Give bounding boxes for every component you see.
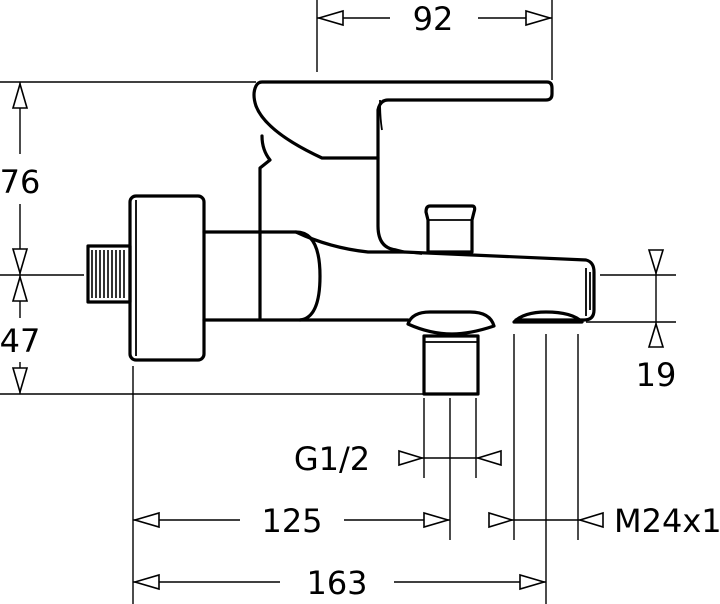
dimension-76: 76 (0, 81, 40, 276)
dim-label-19: 19 (636, 356, 677, 394)
diverter-knob (424, 204, 477, 254)
outlet-bulge (406, 310, 496, 336)
extension-lines (0, 0, 676, 604)
main-body (202, 230, 322, 322)
dim-label-163: 163 (306, 564, 367, 602)
lever-handle (252, 80, 554, 160)
faucet-body (86, 80, 596, 396)
dimension-g12: G1/2 (294, 440, 502, 478)
dimension-m24x1: M24x1 (488, 502, 720, 540)
dimension-163: 163 (132, 564, 547, 602)
cartridge-neck (258, 134, 272, 320)
bottom-outlet (422, 334, 480, 396)
dim-label-m24x1: M24x1 (614, 502, 720, 540)
wall-flange (128, 194, 206, 362)
dim-label-92: 92 (413, 0, 454, 38)
dimension-125: 125 (132, 502, 451, 540)
aerator (512, 310, 584, 324)
dim-label-125: 125 (261, 502, 322, 540)
dim-label-47: 47 (0, 322, 40, 360)
dimension-47: 47 (0, 274, 40, 395)
dim-label-76: 76 (0, 163, 40, 201)
dimension-92: 92 (316, 0, 553, 38)
dim-label-g12: G1/2 (294, 440, 370, 478)
inlet-thread (86, 244, 132, 304)
dimension-19: 19 (636, 249, 677, 394)
